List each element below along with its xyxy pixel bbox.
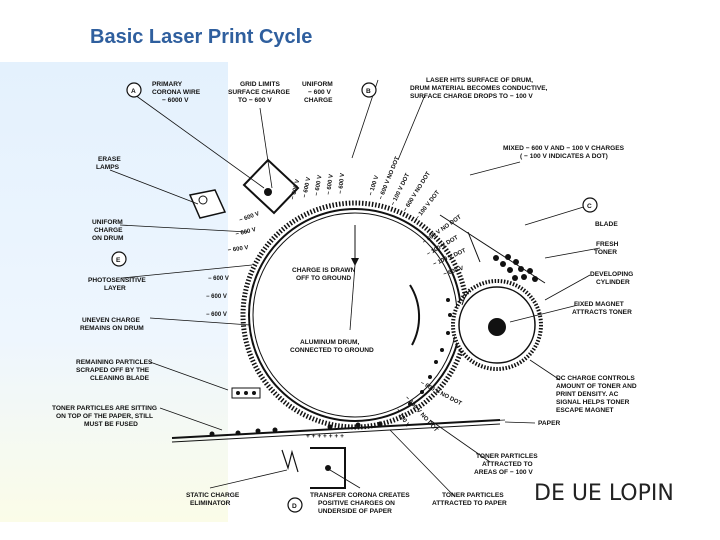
- label-uniform-3: CHARGE: [304, 97, 333, 104]
- voltage-left: − 600 V: [235, 227, 257, 238]
- label-toner-areas-3: AREAS OF − 100 V: [474, 469, 533, 476]
- label-grid-2: SURFACE CHARGE: [228, 89, 291, 96]
- voltage-top: − 600 V: [302, 177, 312, 199]
- step-marker: E: [116, 257, 121, 264]
- label-toner-sitting-1: TONER PARTICLES ARE SITTING: [52, 405, 157, 412]
- paper: [171, 419, 506, 443]
- label-mixed-1: MIXED − 600 V AND − 100 V CHARGES: [503, 145, 625, 152]
- label-primary-corona-2: CORONA WIRE: [152, 89, 201, 96]
- label-uniform-charge-1: UNIFORM: [92, 219, 123, 226]
- label-dc-1: DC CHARGE CONTROLS: [556, 375, 635, 382]
- label-uneven-1: UNEVEN CHARGE: [82, 317, 140, 324]
- label-uniform-1: UNIFORM: [302, 81, 333, 88]
- label-toner-paper-2: ATTRACTED TO PAPER: [432, 500, 507, 507]
- label-laser-1: LASER HITS SURFACE OF DRUM,: [426, 77, 533, 84]
- pointer-lines: [119, 79, 601, 498]
- label-magnet-1: FIXED MAGNET: [574, 301, 624, 308]
- label-transfer-1: TRANSFER CORONA CREATES: [310, 492, 410, 499]
- label-grid-3: TO − 600 V: [238, 97, 272, 104]
- static-eliminator: [281, 449, 299, 473]
- label-blade: BLADE: [595, 221, 618, 228]
- voltage-left: − 600 V: [206, 294, 227, 300]
- label-fresh-toner-2: TONER: [594, 249, 617, 256]
- label-developing-1: DEVELOPING: [590, 271, 633, 278]
- toner-dots: [408, 298, 452, 406]
- label-uniform-2: − 600 V: [308, 89, 332, 96]
- label-remaining-3: CLEANING BLADE: [90, 375, 150, 382]
- label-toner-paper-1: TONER PARTICLES: [442, 492, 504, 499]
- label-developing-2: CYLINDER: [596, 279, 630, 286]
- step-markers: A B C D E: [111, 82, 598, 513]
- label-remaining-2: SCRAPED OFF BY THE: [76, 367, 150, 374]
- handwritten-note: DE UE LOPIN: [534, 481, 674, 506]
- label-laser-2: DRUM MATERIAL BECOMES CONDUCTIVE,: [410, 85, 548, 92]
- transfer-corona: + + + + + + +: [306, 433, 346, 489]
- step-marker: A: [131, 88, 136, 95]
- erase-lamp: [109, 169, 227, 219]
- voltage-left: − 600 V: [227, 245, 248, 254]
- fresh-toner: [439, 214, 546, 284]
- label-magnet-2: ATTRACTS TONER: [572, 309, 632, 316]
- voltage-left: − 600 V: [208, 276, 229, 282]
- label-uniform-charge-2: CHARGE: [94, 227, 123, 234]
- label-transfer-3: UNDERSIDE OF PAPER: [318, 508, 392, 515]
- label-uneven-2: REMAINS ON DRUM: [80, 325, 144, 332]
- label-static-1: STATIC CHARGE: [186, 492, 240, 499]
- slide-title: Basic Laser Print Cycle: [90, 26, 313, 48]
- label-charge-drawn-2: OFF TO GROUND: [296, 275, 351, 282]
- label-erase-2: LAMPS: [96, 164, 120, 171]
- label-remaining-1: REMAINING PARTICLES: [76, 359, 153, 366]
- label-toner-sitting-3: MUST BE FUSED: [84, 421, 138, 428]
- label-photo-2: LAYER: [104, 285, 126, 292]
- handwriting: DE UE LOPIN: [534, 481, 674, 506]
- label-primary-corona-3: − 6000 V: [162, 97, 189, 104]
- label-toner-areas-2: ATTRACTED TO: [482, 461, 533, 468]
- voltage-top: − 600 V: [290, 179, 301, 201]
- label-dc-3: PRINT DENSITY. AC: [556, 391, 619, 398]
- label-aluminum-2: CONNECTED TO GROUND: [290, 347, 374, 354]
- primary-corona: [134, 94, 300, 215]
- voltage-top: − 600 V: [338, 173, 346, 194]
- side-accent-band: [0, 62, 228, 522]
- svg-text:+ + + + + + +: + + + + + + +: [306, 433, 344, 440]
- label-uniform-charge-3: ON DRUM: [92, 235, 124, 242]
- label-static-2: ELIMINATOR: [190, 500, 231, 507]
- label-photo-1: PHOTOSENSITIVE: [88, 277, 146, 284]
- step-marker: B: [366, 88, 371, 95]
- label-paper: PAPER: [538, 420, 560, 427]
- voltage-top: − 600 V: [314, 175, 324, 197]
- developing-cylinder: [451, 279, 543, 371]
- label-primary-corona-1: PRIMARY: [152, 81, 183, 88]
- label-transfer-2: POSITIVE CHARGES ON: [318, 500, 395, 507]
- voltage-top: − 600 V: [326, 174, 335, 195]
- label-aluminum-1: ALUMINUM DRUM,: [300, 339, 360, 346]
- labels: PRIMARY CORONA WIRE − 6000 V GRID LIMITS…: [52, 77, 637, 515]
- voltage-left: − 600 V: [206, 312, 227, 318]
- step-marker: C: [587, 203, 592, 210]
- label-mixed-2: ( − 100 V INDICATES A DOT): [520, 153, 608, 160]
- label-dc-2: AMOUNT OF TONER AND: [556, 383, 637, 390]
- label-dc-5: ESCAPE MAGNET: [556, 407, 614, 414]
- label-erase-1: ERASE: [98, 156, 121, 163]
- scraped-particles: [231, 387, 261, 399]
- step-marker: D: [292, 503, 297, 510]
- label-grid-1: GRID LIMITS: [240, 81, 281, 88]
- label-dc-4: SIGNAL HELPS TONER: [556, 399, 630, 406]
- label-toner-sitting-2: ON TOP OF THE PAPER, STILL: [56, 413, 153, 420]
- label-charge-drawn-1: CHARGE IS DRAWN: [292, 267, 356, 274]
- label-laser-3: SURFACE CHARGE DROPS TO − 100 V: [410, 93, 533, 100]
- label-fresh-toner-1: FRESH: [596, 241, 619, 248]
- label-toner-areas-1: TONER PARTICLES: [476, 453, 538, 460]
